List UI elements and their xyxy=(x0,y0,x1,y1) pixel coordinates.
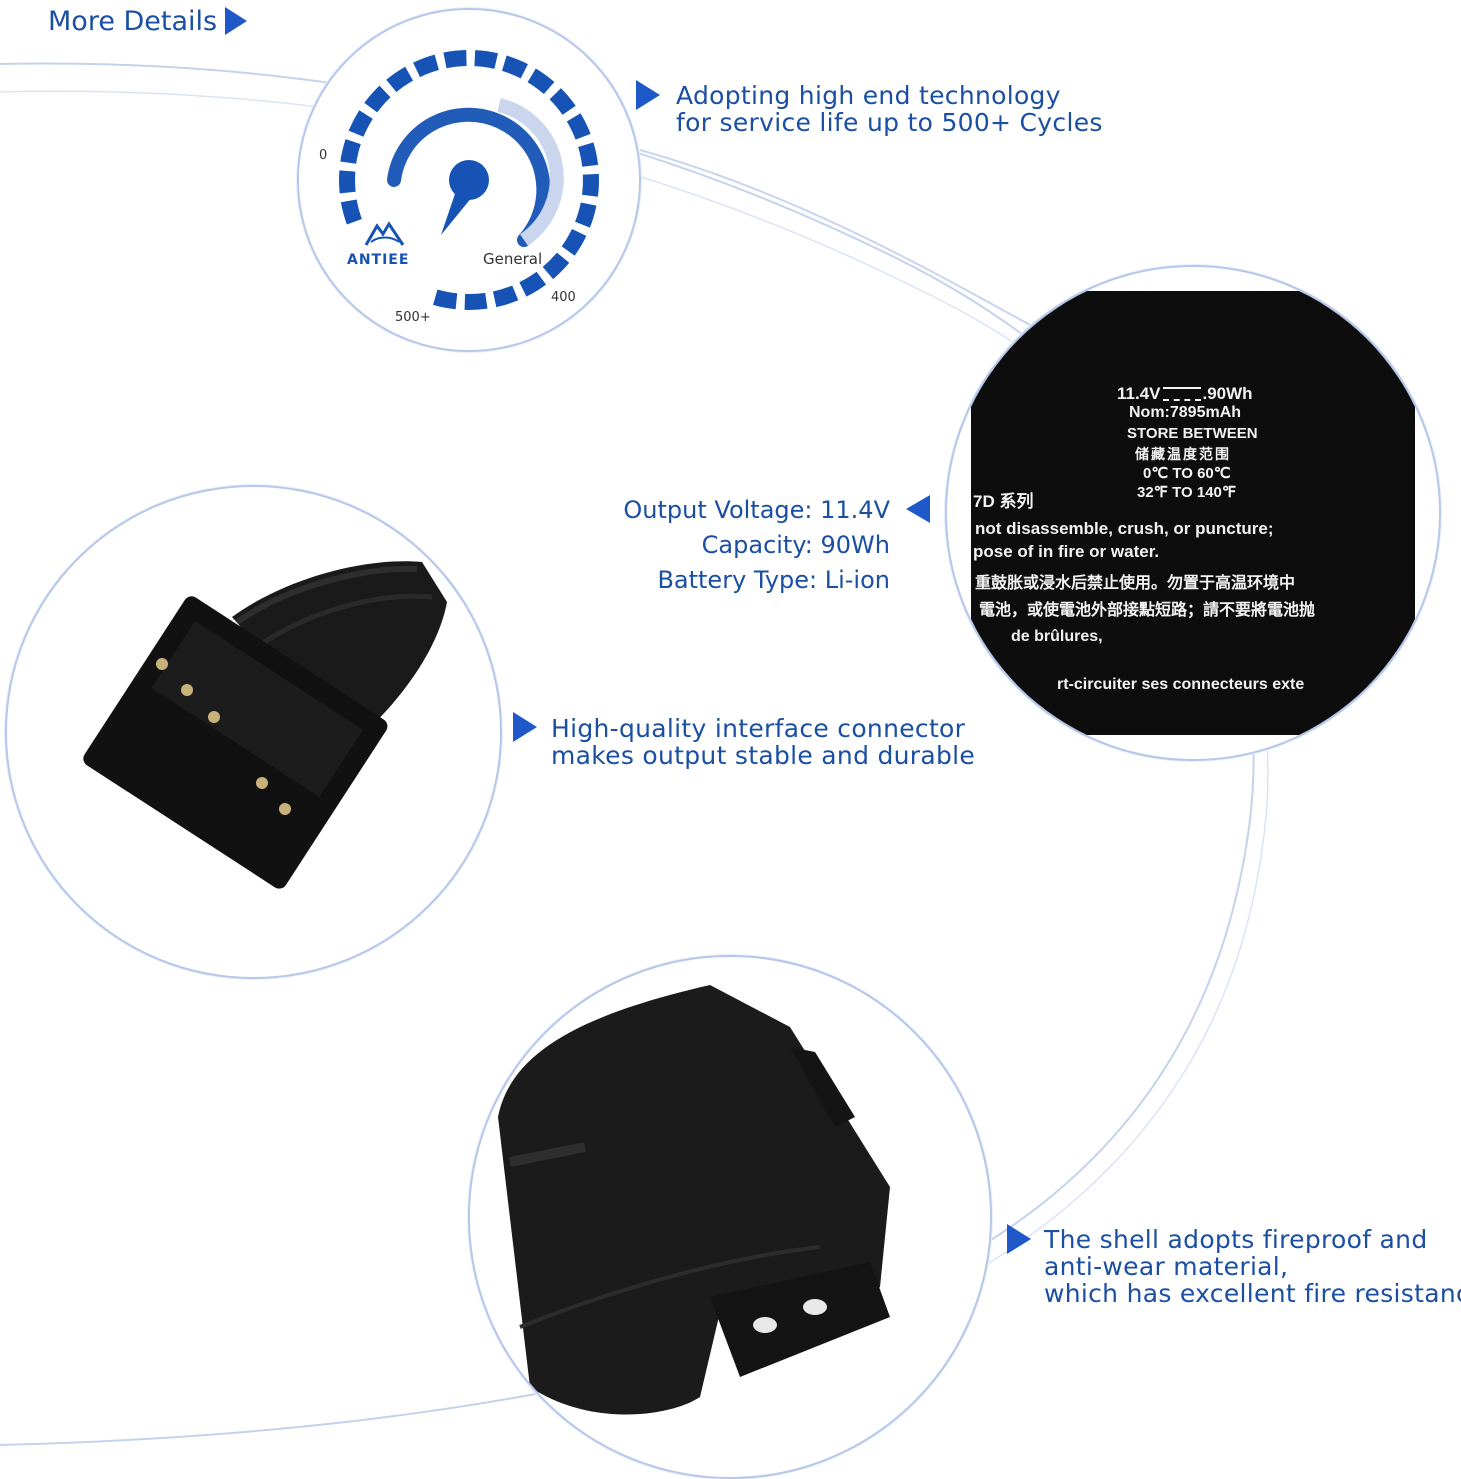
gauge-tick-segment xyxy=(348,110,373,137)
gauge-tick-segment xyxy=(527,68,555,95)
battery-specs: Output Voltage: 11.4V Capacity: 90Wh Bat… xyxy=(560,493,890,598)
more-details-header[interactable]: More Details xyxy=(48,4,248,38)
feature-connector-line-1: High-quality interface connector xyxy=(551,714,966,743)
gauge-tick-segment xyxy=(566,113,591,140)
label-warning-cn-2: 電池，或使電池外部接點短路；請不要將電池抛 xyxy=(979,602,1316,619)
more-details-title: More Details xyxy=(48,5,218,37)
connector-pins xyxy=(156,658,291,815)
gauge-tick-segment xyxy=(578,142,599,167)
gauge-tick-0: 0 xyxy=(319,148,328,163)
label-warning-1: not disassemble, crush, or puncture; xyxy=(975,519,1274,538)
feature-arrow-icon xyxy=(513,712,537,742)
feature-shell-line-3: which has excellent fire resistance. xyxy=(1044,1279,1461,1308)
spec-output-voltage: Output Voltage: 11.4V xyxy=(623,496,890,524)
feature-cycles: Adopting high end technology for service… xyxy=(676,82,1103,136)
battery-label-photo: 11.4V .90Wh Nom:7895mAh STORE BETWEEN 储藏… xyxy=(971,291,1415,735)
gauge-tick-segment xyxy=(339,170,356,194)
gauge-tick-segment xyxy=(364,85,391,113)
label-series: 7D 系列 xyxy=(973,492,1034,511)
gauge-tick-segment xyxy=(519,271,547,297)
label-store: STORE BETWEEN xyxy=(1127,425,1258,442)
feature-shell-line-2: anti-wear material, xyxy=(1044,1252,1289,1281)
label-energy: .90Wh xyxy=(1202,384,1253,403)
gauge-tick-segment xyxy=(340,199,362,225)
gauge-tick-segment xyxy=(386,66,414,93)
label-warning-cn-1: 重鼓胀或浸水后禁止使用。勿置于高温环境中 xyxy=(975,575,1296,592)
gauge-brand: ANTIEE xyxy=(347,252,410,268)
gauge-tick-segment xyxy=(501,55,528,79)
feature-cycles-line-2: for service life up to 500+ Cycles xyxy=(676,108,1103,137)
gauge-tick-400: 400 xyxy=(551,290,576,305)
feature-connector: High-quality interface connector makes o… xyxy=(551,715,975,769)
gauge-tick-segment xyxy=(474,50,498,69)
gauge-tick-segment xyxy=(492,285,519,308)
cycles-gauge-circle: ANTIEE 0 General 400 500+ xyxy=(297,8,641,352)
gauge-tick-segment xyxy=(549,88,576,115)
label-warning-fr-2: rt-circuiter ses connecteurs exte xyxy=(1057,676,1305,693)
connector-photo xyxy=(83,561,447,889)
battery-label-circle: 11.4V .90Wh Nom:7895mAh STORE BETWEEN 储藏… xyxy=(945,265,1441,761)
gauge-tick-segment xyxy=(542,252,570,280)
gauge-general-label: General xyxy=(483,250,543,268)
mountain-logo-icon xyxy=(364,221,405,246)
specs-arrow-icon xyxy=(906,495,930,523)
feature-cycles-line-1: Adopting high end technology xyxy=(676,81,1061,110)
label-warning-fr-1: de brûlures, xyxy=(1011,628,1103,645)
label-store-cn: 储藏温度范围 xyxy=(1135,446,1231,462)
battery-shell-photo xyxy=(498,985,890,1415)
connector-circle xyxy=(5,485,502,979)
gauge-tick-500: 500+ xyxy=(395,310,431,325)
spec-battery-type: Battery Type: Li-ion xyxy=(657,566,890,594)
label-warning-2: pose of in fire or water. xyxy=(973,542,1160,561)
cycles-gauge xyxy=(339,50,599,310)
gauge-tick-segment xyxy=(443,50,467,69)
label-temp-c: 0℃ TO 60℃ xyxy=(1143,465,1231,482)
feature-shell: The shell adopts fireproof and anti-wear… xyxy=(1044,1226,1461,1307)
feature-arrow-icon xyxy=(1007,1224,1031,1254)
spec-capacity: Capacity: 90Wh xyxy=(701,531,890,559)
gauge-tick-segment xyxy=(413,54,440,78)
feature-arrow-icon xyxy=(636,80,660,110)
gauge-needle xyxy=(441,160,489,235)
label-voltage: 11.4V xyxy=(1117,384,1161,403)
gauge-tick-segment xyxy=(561,228,587,256)
gauge-tick-segment xyxy=(464,292,488,310)
chevron-right-icon xyxy=(225,7,248,35)
feature-connector-line-2: makes output stable and durable xyxy=(551,741,976,770)
label-temp-f: 32℉ TO 140℉ xyxy=(1137,484,1237,501)
gauge-tick-segment xyxy=(575,202,597,228)
dc-symbol-icon xyxy=(1162,387,1201,401)
gauge-tick-segment xyxy=(340,139,361,164)
feature-shell-line-1: The shell adopts fireproof and xyxy=(1044,1225,1428,1254)
gauge-tick-segment xyxy=(582,173,599,197)
battery-shell-circle xyxy=(468,955,992,1479)
label-nominal: Nom:7895mAh xyxy=(1129,404,1242,421)
gauge-tick-segment xyxy=(433,289,458,310)
